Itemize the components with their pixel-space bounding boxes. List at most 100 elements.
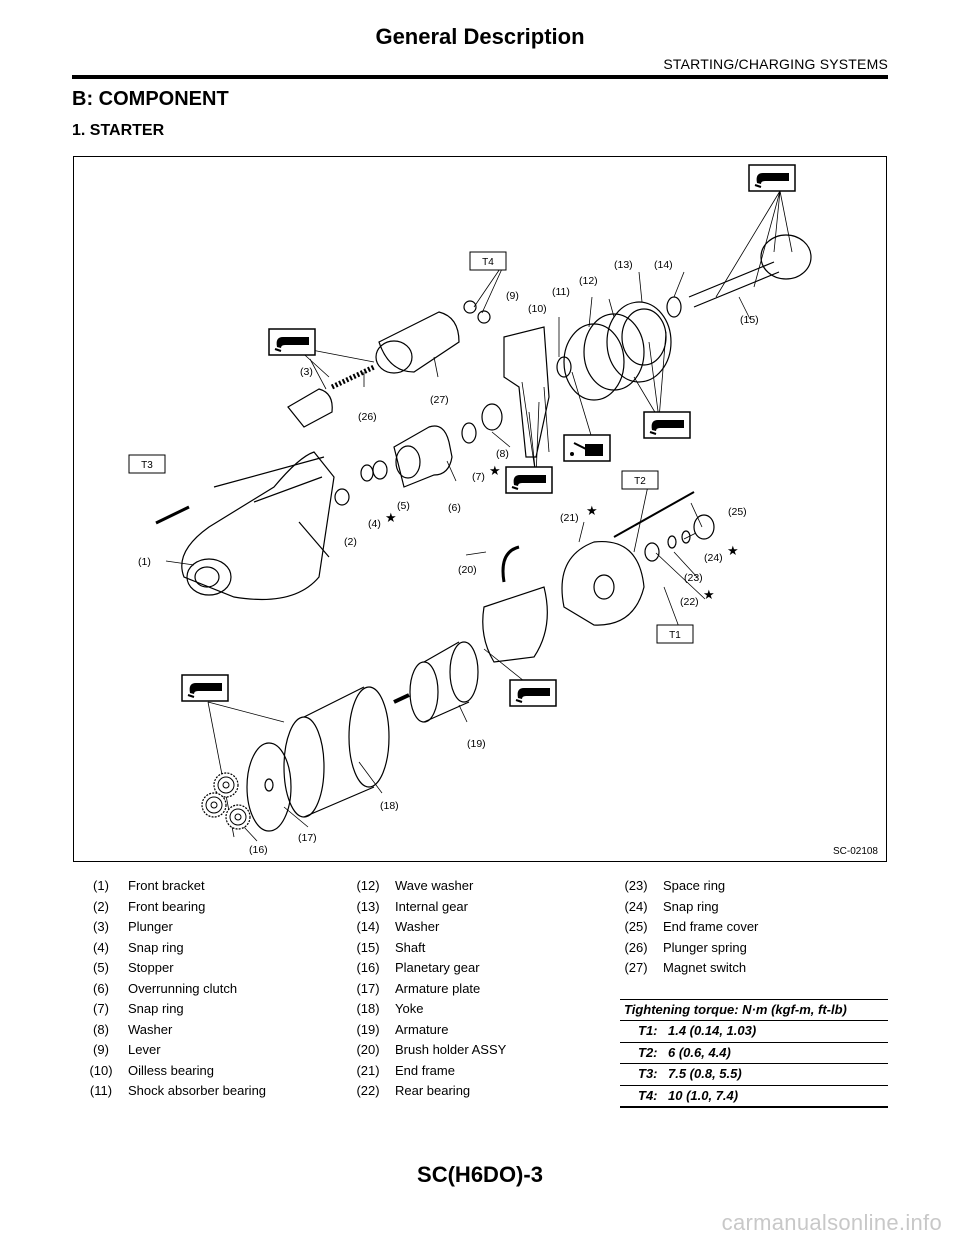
label-part-22: (22)	[680, 596, 699, 608]
label-part-4: (4)	[368, 518, 381, 530]
part-name: Front bearing	[128, 898, 206, 914]
torque-tag-t3-label: T3	[141, 460, 153, 471]
part-number: (16)	[356, 960, 380, 975]
torque-tag-t2: T2	[621, 470, 659, 490]
list-item: (18)Yoke	[345, 999, 595, 1020]
part-name: Snap ring	[128, 939, 184, 955]
torque-tag-t1-label: T1	[669, 630, 681, 641]
section-title: B: COMPONENT	[72, 88, 229, 110]
part-number: (1)	[93, 878, 109, 893]
torque-key: T3:	[638, 1066, 658, 1081]
label-part-21: (21)	[560, 512, 579, 524]
part-name: Shaft	[395, 939, 426, 955]
part-number: (3)	[93, 919, 109, 934]
list-item: (1)Front bracket	[78, 876, 328, 897]
page-header-subtitle: STARTING/CHARGING SYSTEMS	[663, 56, 888, 72]
torque-tag-t3: T3	[128, 454, 166, 474]
list-item: (27)Magnet switch	[613, 958, 888, 979]
parts-list-column-1: (1)Front bracket (2)Front bearing (3)Plu…	[78, 876, 328, 1102]
figure-code: SC-02108	[832, 846, 878, 857]
list-item: (24)Snap ring	[613, 897, 888, 918]
part-name: Rear bearing	[395, 1083, 471, 1098]
part-name: Yoke	[395, 1001, 424, 1016]
part-number: (11)	[89, 1083, 113, 1098]
grease-icon	[509, 679, 557, 707]
torque-row: T2:6 (0.6, 4.4)	[620, 1043, 888, 1064]
part-number: (7)	[93, 1001, 109, 1016]
torque-value: 7.5 (0.8, 5.5)	[668, 1066, 742, 1081]
star-icon: ★	[385, 511, 397, 526]
list-item: (8)Washer	[78, 1020, 328, 1041]
part-number: (13)	[356, 898, 380, 914]
part-name: End frame cover	[663, 919, 759, 934]
grease-icon	[505, 466, 553, 494]
label-part-26: (26)	[358, 411, 377, 423]
part-name: Stopper	[128, 960, 174, 975]
list-item: (2)Front bearing	[78, 897, 328, 918]
label-part-6: (6)	[448, 502, 461, 514]
label-part-8: (8)	[496, 448, 509, 460]
part-number: (9)	[93, 1042, 109, 1057]
torque-row: T1:1.4 (0.14, 1.03)	[620, 1021, 888, 1043]
list-item: (17)Armature plate	[345, 979, 595, 1000]
star-icon: ★	[703, 588, 715, 603]
label-part-18: (18)	[380, 800, 399, 812]
parts-list-column-3: (23) Space ring (24)Snap ring (25)End fra…	[613, 876, 888, 979]
label-part-9: (9)	[506, 290, 519, 302]
label-part-17: (17)	[298, 832, 317, 844]
star-icon: ★	[586, 504, 598, 519]
list-item: (12)Wave washer	[345, 876, 595, 897]
watermark: carmanualsonline.info	[721, 1210, 942, 1235]
label-part-14: (14)	[654, 259, 673, 271]
part-number: (24)	[624, 898, 648, 914]
page-header-title: General Description	[375, 24, 585, 49]
part-name: Snap ring	[128, 1001, 184, 1016]
label-part-16: (16)	[249, 844, 268, 856]
list-item: (14)Washer	[345, 917, 595, 938]
part-number: (15)	[356, 939, 380, 955]
part-name: Space ring	[663, 878, 726, 893]
list-item: (21)End frame	[345, 1061, 595, 1082]
list-item: (20)Brush holder ASSY	[345, 1040, 595, 1061]
list-item: (25)End frame cover	[613, 917, 888, 938]
list-item: (11) Shock absorber bearing	[78, 1081, 328, 1102]
part-name: Armature plate	[395, 980, 481, 996]
torque-tag-t4-label: T4	[482, 257, 494, 268]
list-item: (7) Snap ring	[78, 999, 328, 1020]
label-part-7: (7)	[472, 471, 485, 483]
label-part-24: (24)	[704, 552, 723, 564]
part-number: (23)	[624, 878, 648, 893]
part-name: Shock absorber bearing	[128, 1083, 267, 1098]
list-item: (9) Lever	[78, 1040, 328, 1061]
label-part-13: (13)	[614, 259, 633, 271]
label-part-10: (10)	[528, 303, 547, 315]
torque-heading: Tightening torque: N·m (kgf-m, ft-lb)	[620, 999, 888, 1021]
list-item: (26)Plunger spring	[613, 938, 888, 959]
label-part-3: (3)	[300, 366, 313, 378]
starter-exploded-diagram: T4 T3 T2 T1 (1) (2) (3)	[73, 156, 887, 862]
torque-key: T2:	[638, 1044, 658, 1060]
label-part-25: (25)	[728, 506, 747, 518]
label-part-23: (23)	[684, 572, 703, 584]
part-number: (26)	[624, 939, 648, 955]
page-id: SC(H6DO)-3	[417, 1162, 543, 1187]
torque-tag-t4: T4	[469, 251, 507, 271]
part-number: (21)	[356, 1062, 380, 1078]
torque-value: 10 (1.0, 7.4)	[668, 1087, 739, 1103]
label-part-11: (11)	[552, 286, 570, 298]
star-icon: ★	[727, 544, 739, 559]
label-part-1: (1)	[138, 556, 151, 568]
part-number: (14)	[356, 919, 380, 934]
subsection-title: 1. STARTER	[72, 122, 165, 139]
list-item: (5)Stopper	[78, 958, 328, 979]
part-name: Oilless bearing	[128, 1062, 214, 1078]
torque-tag-t2-label: T2	[634, 476, 646, 487]
part-number: (19)	[356, 1021, 380, 1037]
grease-icon	[268, 328, 316, 356]
star-icon: ★	[489, 464, 501, 479]
part-name: Washer	[128, 1021, 173, 1037]
torque-tag-t1: T1	[656, 624, 694, 644]
part-name: Lever	[128, 1042, 161, 1057]
part-number: (4)	[93, 939, 109, 955]
list-item: (23) Space ring	[613, 876, 888, 897]
